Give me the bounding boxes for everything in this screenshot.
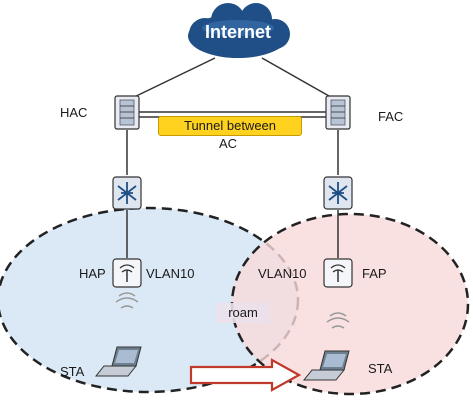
cloud-icon (188, 3, 290, 58)
home-wifi-signal-icon (115, 292, 139, 309)
hap-access-point-icon (112, 258, 142, 288)
foreign-wifi-signal-icon (326, 312, 350, 329)
home-switch-icon (112, 176, 142, 210)
home-laptop-icon (94, 346, 142, 377)
sta-left-label: STA (60, 364, 85, 379)
link-internet-fac (261, 57, 337, 101)
fac-label: FAC (378, 109, 404, 124)
tunnel-label: Tunnel between (158, 116, 302, 136)
link-internet-hac (127, 57, 216, 101)
hac-label: HAC (60, 105, 88, 120)
vlan-right-label: VLAN10 (258, 266, 307, 281)
vlan-left-label: VLAN10 (146, 266, 195, 281)
sta-right-label: STA (368, 361, 393, 376)
tunnel-label-line2: AC (219, 136, 238, 151)
fap-access-point-icon (323, 258, 353, 288)
internet-label: Internet (204, 22, 271, 42)
foreign-laptop-icon (302, 350, 350, 381)
roam-arrow-icon (189, 358, 302, 392)
fap-label: FAP (362, 266, 387, 281)
hap-label: HAP (79, 266, 106, 281)
roam-label: roam (216, 303, 270, 323)
fac-firewall-ac-icon (325, 95, 351, 130)
hac-firewall-ac-icon (114, 95, 140, 130)
foreign-switch-icon (323, 176, 353, 210)
